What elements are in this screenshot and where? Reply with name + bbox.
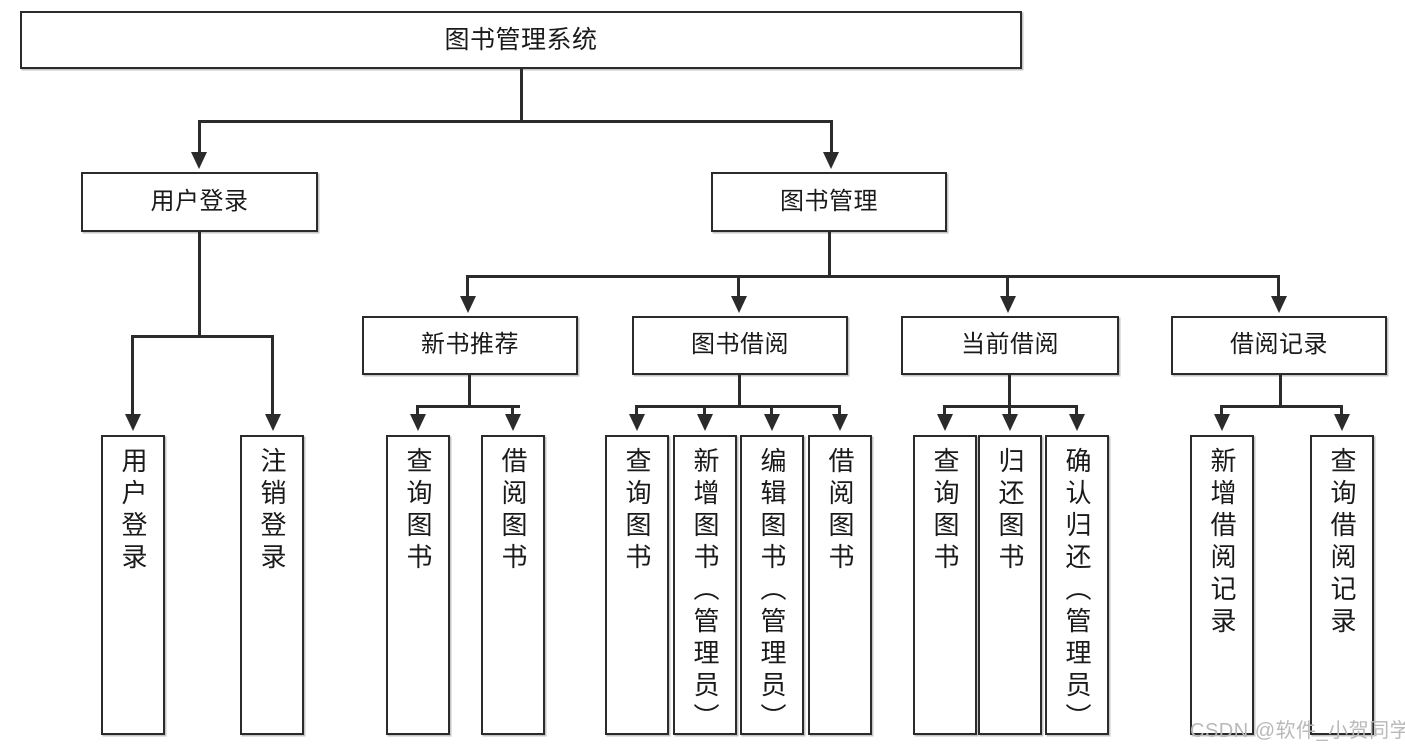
edge-to-borrow-records [1277, 275, 1280, 297]
arrow-to-book-management [823, 152, 839, 169]
node-label: 注销登录 [257, 447, 287, 575]
arrow-to-leaf-user-login [125, 414, 141, 431]
edge-to-book-management [830, 120, 833, 152]
node-borrow-records[interactable]: 借阅记录 [1171, 316, 1387, 375]
node-label: 借阅图书 [825, 447, 855, 575]
edge-current-borrow-down [1008, 375, 1011, 407]
node-root-system[interactable]: 图书管理系统 [20, 11, 1022, 69]
node-label: 确认归还（管理员） [1062, 447, 1092, 735]
leaf-edit-book-admin[interactable]: 编辑图书（管理员） [740, 435, 804, 735]
edge-bus-borrow-records-children [1220, 405, 1342, 408]
edge-to-leaf-logout [271, 335, 274, 415]
leaf-borrow-book[interactable]: 借阅图书 [808, 435, 872, 735]
leaf-add-book-admin[interactable]: 新增图书（管理员） [673, 435, 737, 735]
node-current-borrow[interactable]: 当前借阅 [901, 316, 1119, 375]
leaf-query-borrow-record[interactable]: 查询借阅记录 [1310, 435, 1374, 735]
edge-bus-user-login-children [131, 335, 273, 338]
leaf-confirm-return-admin[interactable]: 确认归还（管理员） [1045, 435, 1109, 735]
edge-to-leaf-add-book-admin [703, 405, 706, 417]
arrow-to-new-book-recommend [460, 296, 476, 313]
edge-to-leaf-query-book-recommend [416, 405, 419, 417]
edge-to-leaf-return-book [1008, 405, 1011, 417]
edge-bus-level3 [466, 275, 1280, 278]
edge-bus-book-borrow-children [635, 405, 840, 408]
arrow-to-borrow-records [1271, 296, 1287, 313]
edge-to-leaf-query-book-borrow [635, 405, 638, 417]
node-label: 查询图书 [403, 447, 433, 575]
leaf-query-book-borrow[interactable]: 查询图书 [605, 435, 669, 735]
node-label: 归还图书 [995, 447, 1025, 575]
arrow-to-leaf-confirm-return-admin [1069, 414, 1085, 431]
node-label: 借阅记录 [1230, 331, 1328, 359]
node-label: 编辑图书（管理员） [757, 447, 787, 735]
node-label: 图书借阅 [691, 331, 789, 359]
arrow-to-leaf-query-book-recommend [410, 414, 426, 431]
arrow-to-user-login [191, 152, 207, 169]
edge-to-leaf-confirm-return-admin [1075, 405, 1078, 417]
node-label: 用户登录 [150, 187, 249, 215]
arrow-to-leaf-query-book-borrow [629, 414, 645, 431]
node-label: 用户登录 [118, 447, 148, 575]
arrow-to-leaf-logout [265, 414, 281, 431]
edge-borrow-records-down [1279, 375, 1282, 407]
arrow-to-leaf-borrow-book [832, 414, 848, 431]
node-label: 新书推荐 [421, 331, 519, 359]
edge-new-book-recommend-down [468, 375, 471, 407]
edge-to-new-book-recommend [466, 275, 469, 297]
node-label: 查询图书 [930, 447, 960, 575]
edge-bus-new-book-recommend-children [416, 405, 520, 408]
leaf-logout[interactable]: 注销登录 [240, 435, 304, 735]
arrow-to-leaf-borrow-book-recommend [505, 414, 521, 431]
node-book-management[interactable]: 图书管理 [711, 172, 947, 232]
arrow-to-leaf-query-borrow-record [1334, 414, 1350, 431]
arrow-to-leaf-add-borrow-record [1214, 414, 1230, 431]
node-label: 查询图书 [622, 447, 652, 575]
node-label: 当前借阅 [961, 331, 1059, 359]
node-label: 图书管理系统 [444, 26, 598, 54]
arrow-to-leaf-edit-book-admin [764, 414, 780, 431]
arrow-to-leaf-query-book-current [937, 414, 953, 431]
edge-to-book-borrow [737, 275, 740, 297]
edge-bus-level2 [198, 120, 832, 123]
leaf-query-book-recommend[interactable]: 查询图书 [386, 435, 450, 735]
arrow-to-book-borrow [731, 296, 747, 313]
leaf-query-book-current[interactable]: 查询图书 [913, 435, 977, 735]
edge-to-leaf-borrow-book-recommend [511, 405, 514, 417]
node-book-borrow[interactable]: 图书借阅 [632, 316, 848, 375]
edge-to-leaf-edit-book-admin [770, 405, 773, 417]
edge-user-login-down [198, 232, 201, 336]
leaf-return-book[interactable]: 归还图书 [978, 435, 1042, 735]
leaf-user-login[interactable]: 用户登录 [101, 435, 165, 735]
edge-to-leaf-add-borrow-record [1220, 405, 1223, 417]
edge-book-borrow-down [738, 375, 741, 407]
edge-to-leaf-user-login [131, 335, 134, 415]
node-label: 图书管理 [780, 187, 878, 215]
edge-to-leaf-query-book-current [943, 405, 946, 417]
leaf-add-borrow-record[interactable]: 新增借阅记录 [1190, 435, 1254, 735]
node-label: 查询借阅记录 [1327, 447, 1357, 639]
node-label: 新增借阅记录 [1207, 447, 1237, 639]
leaf-borrow-book-recommend[interactable]: 借阅图书 [481, 435, 545, 735]
edge-to-user-login [198, 120, 201, 152]
edge-to-leaf-query-borrow-record [1340, 405, 1343, 417]
node-new-book-recommend[interactable]: 新书推荐 [362, 316, 578, 375]
csdn-watermark: CSDN @软件_小贺同学 [1190, 720, 1405, 742]
arrow-to-leaf-return-book [1002, 414, 1018, 431]
edge-to-leaf-borrow-book [838, 405, 841, 417]
edge-to-current-borrow [1006, 275, 1009, 297]
node-label: 借阅图书 [498, 447, 528, 575]
edge-book-management-down [828, 232, 831, 276]
edge-root-down [520, 69, 523, 121]
arrow-to-leaf-add-book-admin [697, 414, 713, 431]
node-label: 新增图书（管理员） [690, 447, 720, 735]
node-user-login[interactable]: 用户登录 [81, 172, 318, 232]
arrow-to-current-borrow [1000, 296, 1016, 313]
